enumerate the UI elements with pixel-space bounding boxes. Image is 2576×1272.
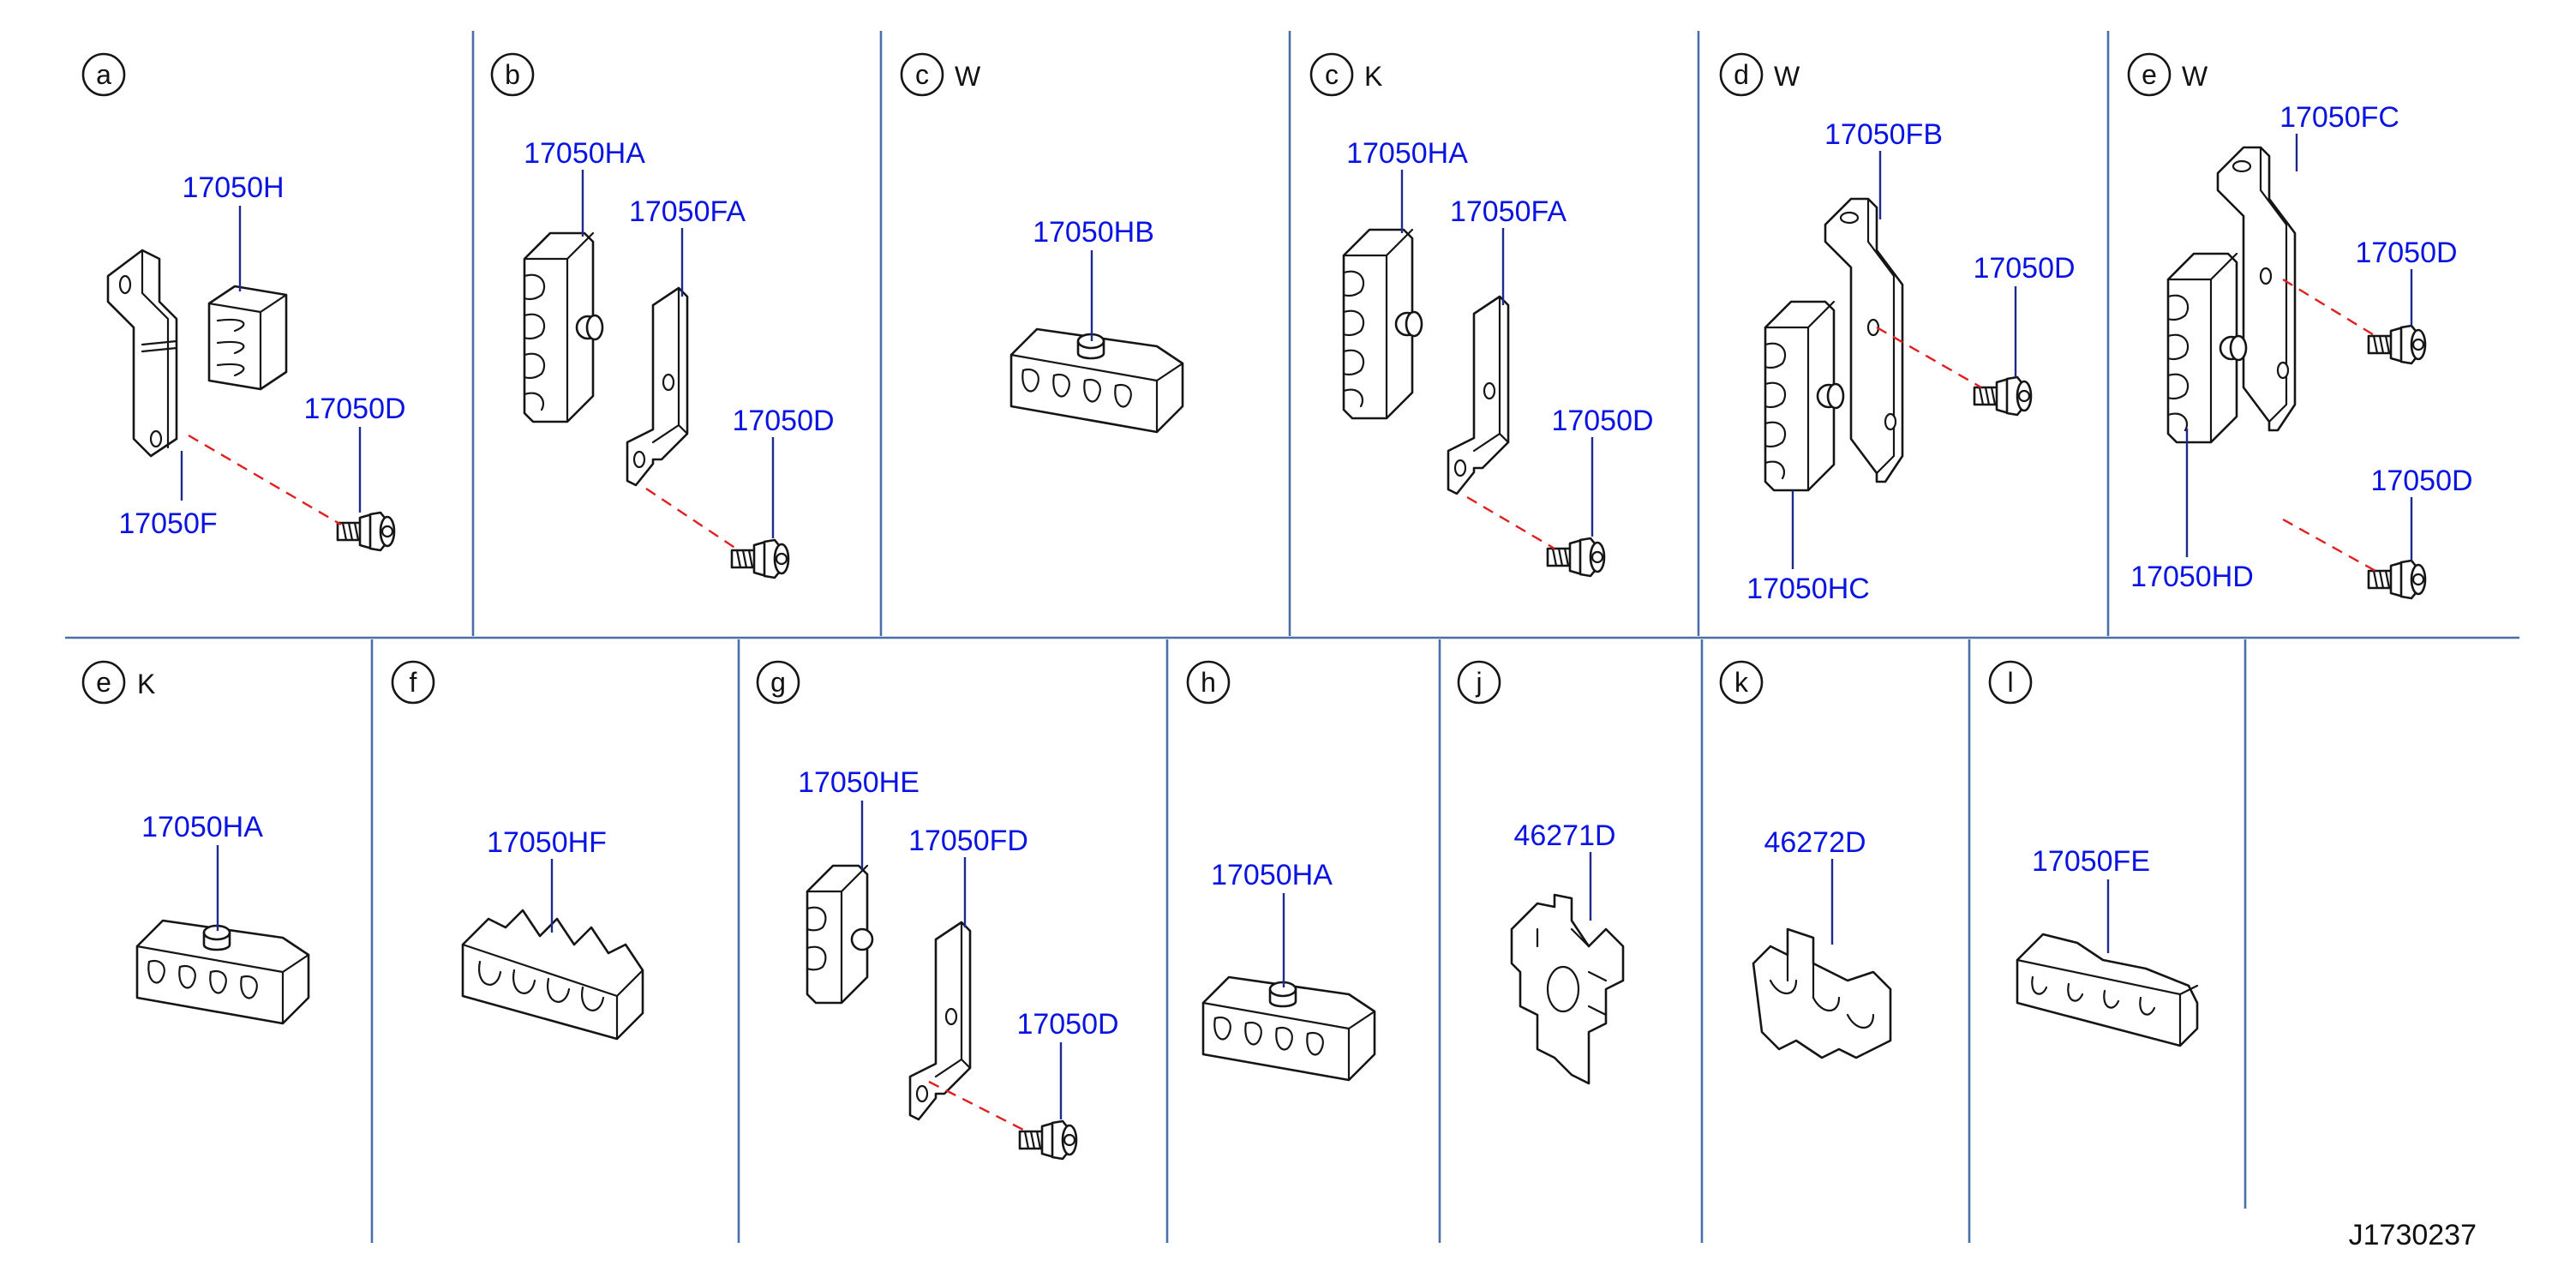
part-label: 17050H xyxy=(182,171,284,204)
panel-letter: j xyxy=(1475,667,1482,698)
part-label: 17050D xyxy=(303,393,405,425)
bracket-17050f xyxy=(106,249,178,458)
part-label: 17050D xyxy=(2370,465,2472,497)
part-label: 17050HA xyxy=(1211,859,1333,891)
part-label: 17050HB xyxy=(1033,216,1154,249)
bolt-17050d xyxy=(2367,324,2427,365)
panel-letter-circle xyxy=(1719,52,1764,97)
clip-17050hc xyxy=(1764,300,1845,492)
clip-46271d xyxy=(1510,893,1625,1085)
panel-letter-circle xyxy=(81,52,126,97)
panel-letter: a xyxy=(96,59,111,90)
clip-17050ha xyxy=(135,919,310,1025)
panel-b: b 17050HA 17050FA 17050D xyxy=(490,52,835,579)
panel-d-w: d W 17050FB 17050D 17050HC xyxy=(1719,52,2076,605)
panel-letter: l xyxy=(2007,667,2013,698)
part-label: 17050HC xyxy=(1746,573,1870,605)
bolt-17050d xyxy=(1018,1119,1078,1161)
part-label: 17050F xyxy=(118,507,217,540)
panel-letter: e xyxy=(2142,59,2157,90)
panel-letter-circle xyxy=(2127,52,2172,97)
panel-letter-circle xyxy=(1719,660,1764,705)
panel-letter: e xyxy=(96,667,111,698)
panel-a: a 17050H 17050D 17050F xyxy=(81,52,406,552)
part-label: 17050D xyxy=(1016,1008,1118,1041)
panel-letter: c xyxy=(1325,59,1339,90)
panel-letter: k xyxy=(1734,667,1749,698)
panel-grid xyxy=(65,31,2519,1243)
bolt-17050d xyxy=(2367,559,2427,600)
panel-variant: W xyxy=(955,61,981,92)
panel-variant: W xyxy=(1774,61,1800,92)
clip-17050hd xyxy=(2166,252,2248,444)
panel-letter: d xyxy=(1734,59,1749,90)
bolt-17050d xyxy=(336,511,396,552)
part-label: 17050FA xyxy=(629,195,746,228)
part-label: 17050HD xyxy=(2130,561,2254,593)
part-label: 17050D xyxy=(1973,252,2075,285)
panel-letter-circle xyxy=(756,660,800,705)
panel-letter-circle xyxy=(900,52,944,97)
panel-letter-circle xyxy=(81,660,126,705)
clip-17050ha xyxy=(1201,975,1376,1082)
clip-46272d xyxy=(1752,927,1892,1059)
part-label: 17050FB xyxy=(1824,118,1943,151)
part-label: 46271D xyxy=(1513,819,1615,852)
panel-c-k: c K 17050HA 17050FA 17050D xyxy=(1309,52,1654,578)
part-label: 17050FE xyxy=(2032,845,2150,878)
panel-letter: b xyxy=(505,59,520,90)
panel-letter: c xyxy=(915,59,929,90)
panel-letter-circle xyxy=(1186,660,1231,705)
panel-letter: g xyxy=(770,667,786,698)
part-label: 17050HA xyxy=(141,811,263,843)
panel-letter-circle xyxy=(1988,660,2033,705)
part-label: 17050HA xyxy=(1346,137,1468,170)
clip-17050ha xyxy=(523,231,604,423)
part-label: 46272D xyxy=(1764,826,1866,859)
part-label: 17050D xyxy=(2355,237,2457,269)
panel-g: g 17050HE 17050FD 17050D xyxy=(756,660,1119,1161)
part-label: 17050HA xyxy=(524,137,645,170)
clip-17050he xyxy=(806,864,874,1005)
panel-e-k: e K 17050HA xyxy=(81,660,310,1025)
panel-variant: K xyxy=(137,669,155,699)
part-label: 17050FC xyxy=(2279,101,2399,134)
panel-variant: K xyxy=(1364,61,1382,92)
part-label: 17050HE xyxy=(798,766,920,799)
panel-e-w: e W 17050FC 17050D 17050D 17050HD xyxy=(2127,52,2473,600)
bolt-17050d xyxy=(730,538,790,579)
panel-j: j 46271D xyxy=(1457,660,1625,1085)
panel-f: f 17050HF xyxy=(391,660,644,1041)
panel-variant: W xyxy=(2182,61,2208,92)
bracket-17050fd xyxy=(908,921,972,1121)
part-label: 17050HF xyxy=(487,826,607,859)
panel-h: h 17050HA xyxy=(1186,660,1376,1082)
panel-l: l 17050FE xyxy=(1988,660,2199,1047)
bracket-17050fa xyxy=(626,286,689,487)
panel-letter-circle xyxy=(1309,52,1354,97)
panel-c-w: c W 17050HB xyxy=(900,52,1184,434)
bolt-17050d xyxy=(1973,375,2033,417)
clip-17050hb xyxy=(1009,327,1184,434)
panel-letter-circle xyxy=(1457,660,1501,705)
part-label: 17050FD xyxy=(908,825,1028,857)
panel-letter: f xyxy=(410,667,417,698)
panel-letter: h xyxy=(1201,667,1216,698)
panel-k: k 46272D xyxy=(1719,660,1892,1059)
bracket-17050fb xyxy=(1824,197,1904,483)
panel-letter-circle xyxy=(490,52,535,97)
clip-17050ha xyxy=(1342,228,1423,420)
part-label: 17050FA xyxy=(1450,195,1567,228)
bolt-17050d xyxy=(1546,537,1606,578)
bracket-17050fa xyxy=(1447,295,1510,495)
part-label: 17050D xyxy=(1551,405,1653,437)
clip-17050h xyxy=(207,285,288,391)
part-label: 17050D xyxy=(732,405,834,437)
reference-code: J1730237 xyxy=(2349,1219,2477,1251)
panel-letter-circle xyxy=(391,660,435,705)
